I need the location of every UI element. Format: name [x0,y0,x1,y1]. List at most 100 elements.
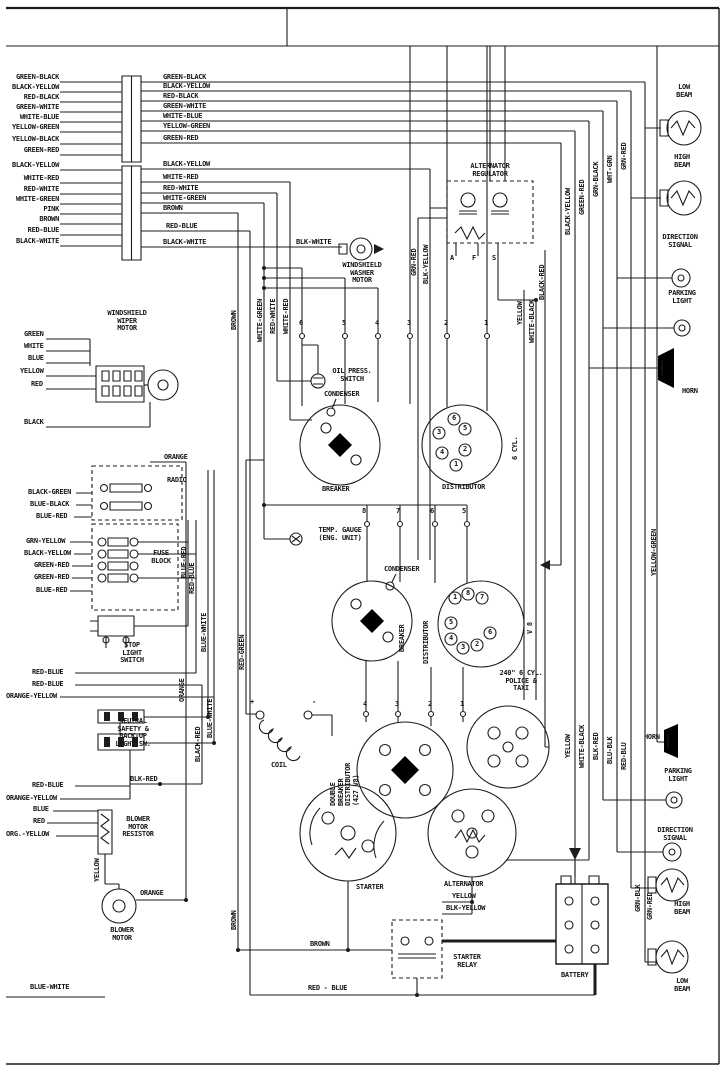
fuse-block-icon [70,524,196,610]
wire-label: YELLOW-GREEN [163,122,210,130]
wire-label: ORG.-YELLOW [6,830,50,838]
wire-label: RED-BLUE [27,226,60,234]
terminal-number: 2 [444,319,448,327]
wire-label: BLUE-WHITE [30,983,70,991]
wire-label: WHITE-BLACK [578,724,586,768]
alternator-label: ALTERNATOR [444,880,484,888]
terminal-number: 4 [440,448,444,456]
radio-icon [74,462,186,900]
wire-label: RED-BLACK [163,92,199,100]
ignition-v8 [264,505,524,726]
wire-label: RED-WHITE [23,185,60,193]
terminal-number: 3 [437,428,441,436]
wire-label: BLACK-RED [538,264,546,300]
condenser-label-v8: CONDENSER [384,565,420,573]
distributor-v8-icon [438,581,524,667]
terminal-number: 4 [449,634,453,642]
starter-relay-icon [392,920,556,995]
low-beam-lamp-bottom-icon [648,941,688,973]
bottom-bus-wires [6,995,595,997]
wire-label: BLUE [33,805,49,813]
wire-label: GREEN-RED [578,179,586,215]
wire-label: BLUE-WHITE [206,698,214,738]
terminal-number: 2 [475,640,479,648]
wire-label: BROWN [230,310,238,330]
wire-label: BLUE-BLACK [30,500,70,508]
wire-label: GREEN-BLACK [15,73,59,81]
low-beam-label-top: LOW BEAM [676,83,692,99]
terminal-letter: F [472,254,476,262]
lamps-top [658,111,701,388]
wire-label: BLK-RED [130,775,158,783]
terminal-number: 5 [462,507,466,515]
wire-label: YELLOW-BLACK [12,135,59,143]
distributor-label-6cyl: DISTRIBUTOR [442,483,486,491]
v8-label: V 8 [526,622,534,634]
wire-label: ORANGE [178,678,186,703]
alternator-regulator [447,181,533,256]
wire-label: GREEN-WHITE [163,102,207,110]
double-breaker-distributor-icon [357,722,453,818]
breaker-label-v8: BREAKER [398,624,406,652]
wire-label: GREEN-RED [23,146,60,154]
stop-light-switch-icon [90,616,188,648]
wire-label: YELLOW [93,858,101,883]
wire-label: BLACK-WHITE [15,237,59,245]
blower-motor-label: BLOWER MOTOR [110,926,134,942]
radio-label: RADIO [167,476,187,484]
distributor-6cyl-icon [422,405,502,485]
wire-label: BLACK-YELLOW [24,549,71,557]
terminal-number: 1 [454,460,458,468]
oil-pressure-switch-label: OIL PRESS. SWITCH [332,367,372,383]
wire-label: BLACK-RED [194,726,202,762]
wire-label: GRN-RED [410,248,418,276]
wire-label: ORANGE [164,453,188,461]
wire-label: RED [33,817,45,825]
police-taxi-distributor-icon [467,706,549,788]
terminal-number: 6 [299,319,303,327]
wire-label: GREEN-RED [163,134,199,142]
terminal-number: 1 [484,319,488,327]
direction-signal-lamp-bottom-icon [663,843,681,861]
terminal-number: 6 [488,628,492,636]
main-wire-bundle [141,82,645,247]
terminal-number: 7 [480,593,484,601]
wire-label: BROWN [39,215,59,223]
terminal-letter: S [492,254,496,262]
wire-label: WHITE [24,342,44,350]
direction-signal-label-bottom: DIRECTION SIGNAL [657,826,693,842]
starter-relay-label: STARTER RELAY [453,953,481,969]
wire-label: BLACK-YELLOW [163,160,210,168]
terminal-number: 4 [363,700,367,708]
wire-label: WHITE-RED [282,298,290,334]
high-beam-label-bottom: HIGH BEAM [674,900,690,916]
wire-label: BLACK-GREEN [28,488,72,496]
wire-label: WHITE-BLUE [163,112,203,120]
wire-label: GREEN-WHITE [15,103,59,111]
left-branch-wires [60,470,214,799]
parking-light-label-top: PARKING LIGHT [668,289,696,305]
wire-label: ORANGE [140,889,164,897]
breaker-v8-icon [332,574,412,661]
wire-label: PINK [43,205,59,213]
wire-label: BROWN [163,204,183,212]
wire-label: BLACK-WHITE [163,238,207,246]
wiper-motor-label: WINDSHIELD WIPER MOTOR [107,309,147,333]
lamps-bottom [648,724,688,973]
diagram-frame [6,8,719,1064]
low-beam-lamp-top-icon [660,111,701,145]
washer-motor-label: WINDSHIELD WASHER MOTOR [342,261,382,285]
police-taxi-label: 240" 6 CYL. POLICE & TAXI [499,669,543,693]
wire-label: BLK-YELLOW [422,244,430,284]
ignition-coil-icon [256,711,332,761]
stop-light-switch-label: STOP LIGHT SWITCH [120,641,144,665]
wire-label: GRN-BLACK [592,161,600,197]
wire-label: RED-BLUE [32,668,64,676]
wire-label: WHITE-GREEN [15,195,59,203]
terminal-number: 4 [375,319,379,327]
wire-label: GREEN-BLACK [163,73,207,81]
terminal-number: 7 [396,507,400,515]
wire-label: BLACK [24,418,44,426]
